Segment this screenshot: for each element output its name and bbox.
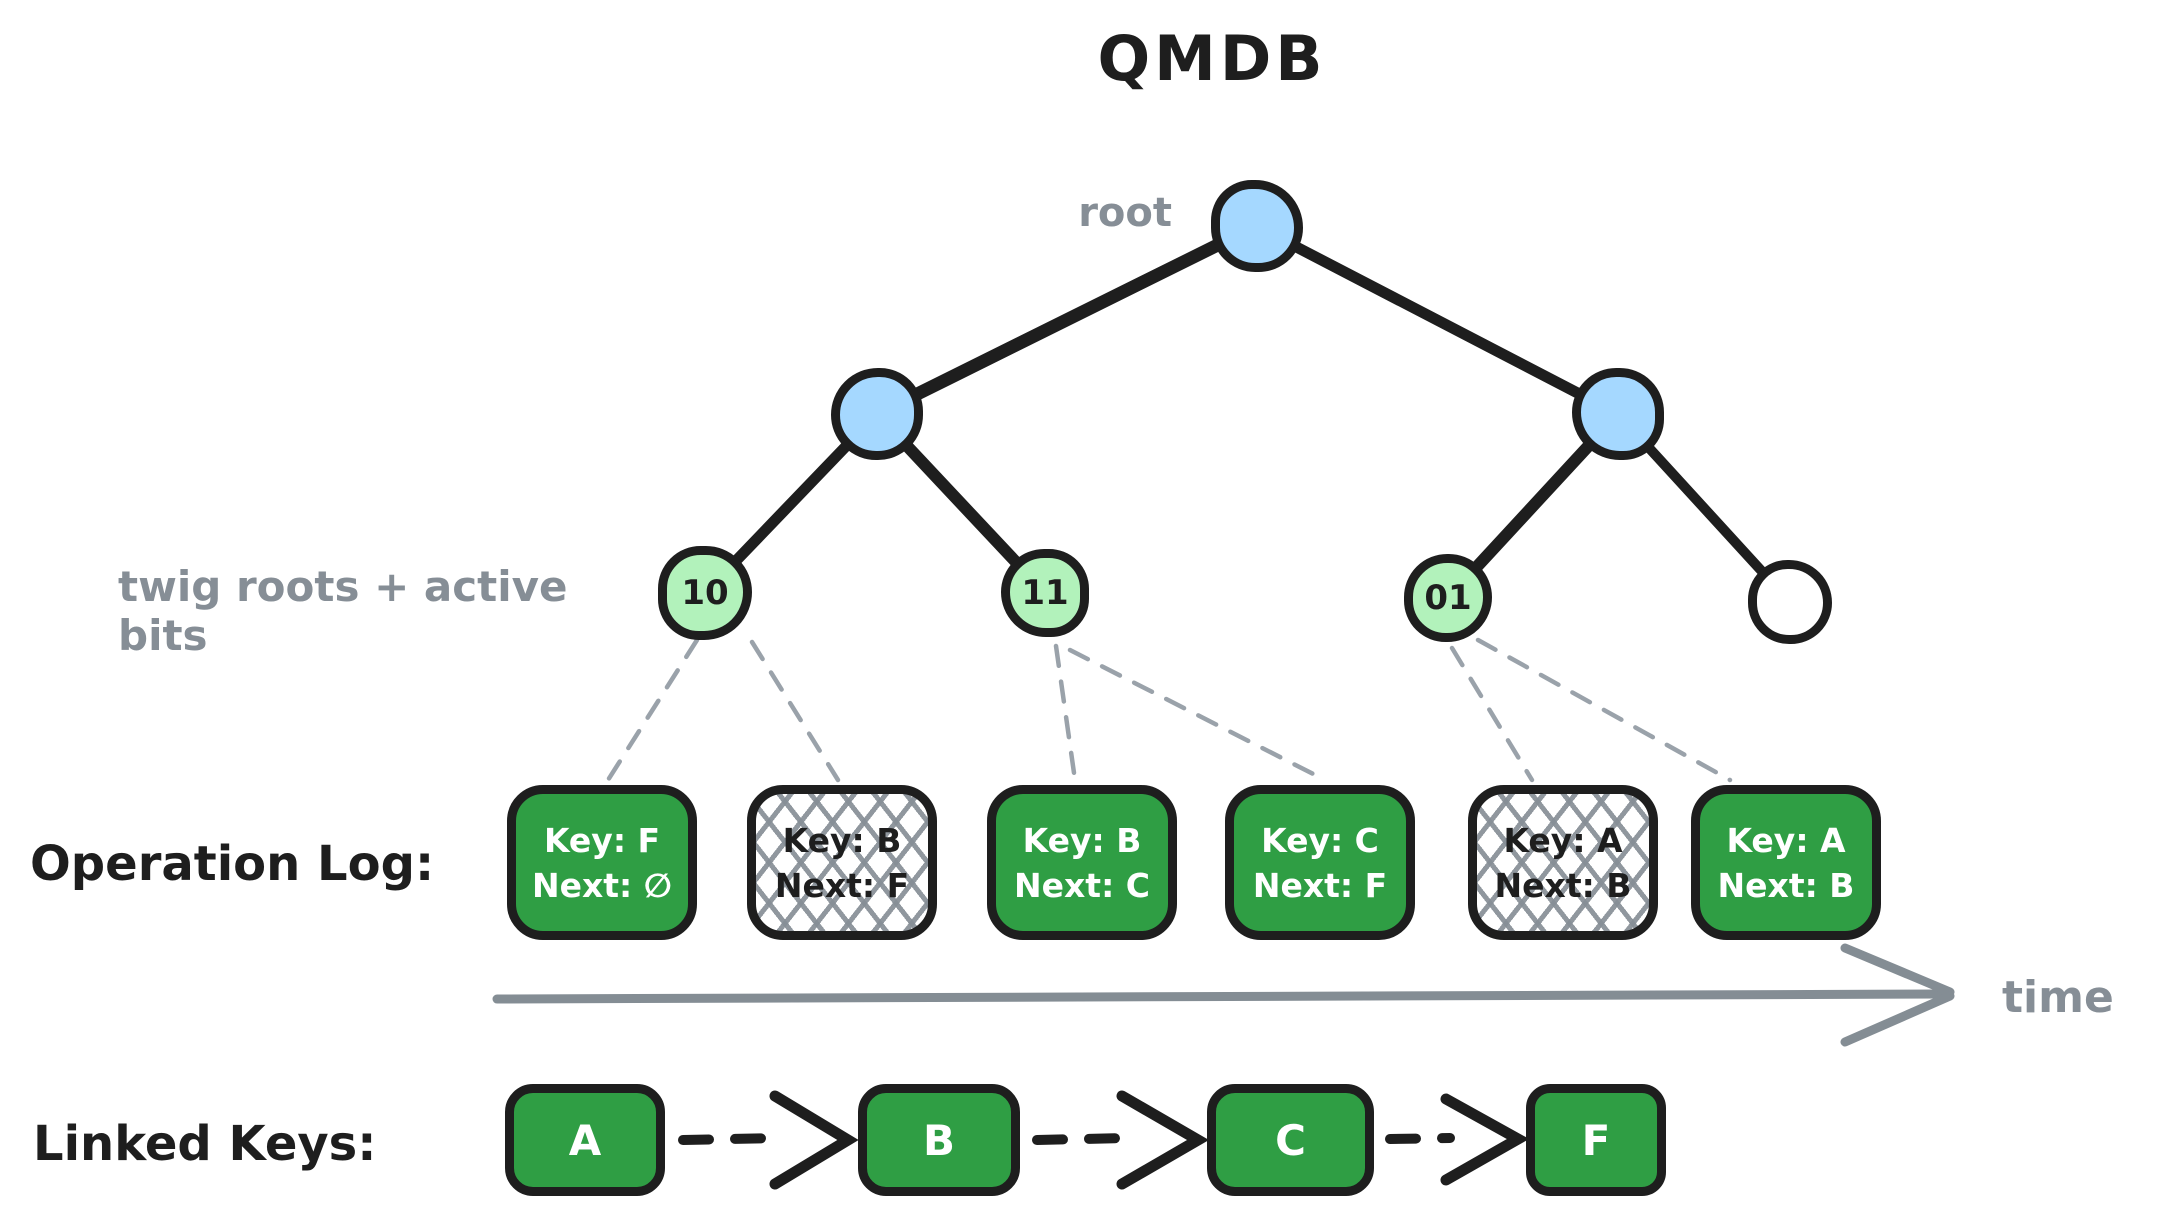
link-arrow-dash-1 [678,1133,783,1145]
op-log-entry-6: Key: A Next: B [1691,785,1881,940]
diagram-title: QMDB [1097,22,1327,95]
op-log-entry-4: Key: C Next: F [1225,785,1415,940]
op-next: Next: F [1252,865,1388,905]
linked-key-c: C [1207,1084,1374,1196]
twig-roots-label: twig roots + active bits [118,562,568,660]
twig-node-01-label: 01 [1424,578,1472,618]
op-log-entry-5-stale: Key: A Next: B [1468,785,1658,940]
linked-key-letter: C [1275,1115,1306,1165]
op-log-entry-2-stale: Key: B Next: F [747,785,937,940]
link-arrow-dash-2 [1032,1133,1133,1145]
linked-keys-arrows [678,1090,1530,1190]
twig-node-11-label: 11 [1021,573,1069,613]
link-arrow-dash-3 [1385,1133,1455,1144]
linked-key-letter: B [922,1115,955,1165]
op-key: Key: A [1503,820,1623,860]
op-key: Key: F [543,820,661,860]
linked-key-letter: F [1581,1115,1611,1165]
operation-log-label: Operation Log: [30,836,435,892]
time-arrow-icon [492,943,1955,1047]
op-log-entry-3: Key: B Next: C [987,785,1177,940]
op-next: Next: C [1014,865,1150,905]
linked-key-b: B [858,1084,1020,1196]
twig-node-01: 01 [1404,554,1492,642]
twig-node-10-label: 10 [681,573,729,613]
twig-to-log-connectors [605,637,1733,783]
op-next: Next: B [1717,865,1855,905]
root-node-label: root [1078,190,1172,236]
tree-node-root [1211,180,1303,272]
op-next: Next: B [1494,865,1632,905]
twig-node-10: 10 [658,546,752,640]
link-arrowhead-icon-1 [769,1090,859,1190]
twig-node-11: 11 [1001,549,1089,637]
link-arrowhead-icon-2 [1116,1090,1209,1190]
time-axis-label: time [2002,972,2114,1023]
tree-node-internal-right [1572,368,1664,460]
twig-node-empty [1748,560,1832,644]
linked-keys-label: Linked Keys: [33,1116,377,1172]
op-key: Key: C [1261,820,1379,860]
linked-key-a: A [505,1084,665,1196]
op-next: Next: ∅ [531,865,672,905]
op-key: Key: B [1022,820,1142,860]
tree-node-internal-left [831,368,923,460]
op-log-entry-1: Key: F Next: ∅ [507,785,697,940]
op-next: Next: F [774,865,910,905]
op-key: Key: A [1726,820,1846,860]
linked-key-letter: A [568,1115,602,1165]
op-key: Key: B [782,820,902,860]
link-arrowhead-icon-3 [1440,1093,1530,1186]
linked-key-f: F [1526,1084,1666,1196]
